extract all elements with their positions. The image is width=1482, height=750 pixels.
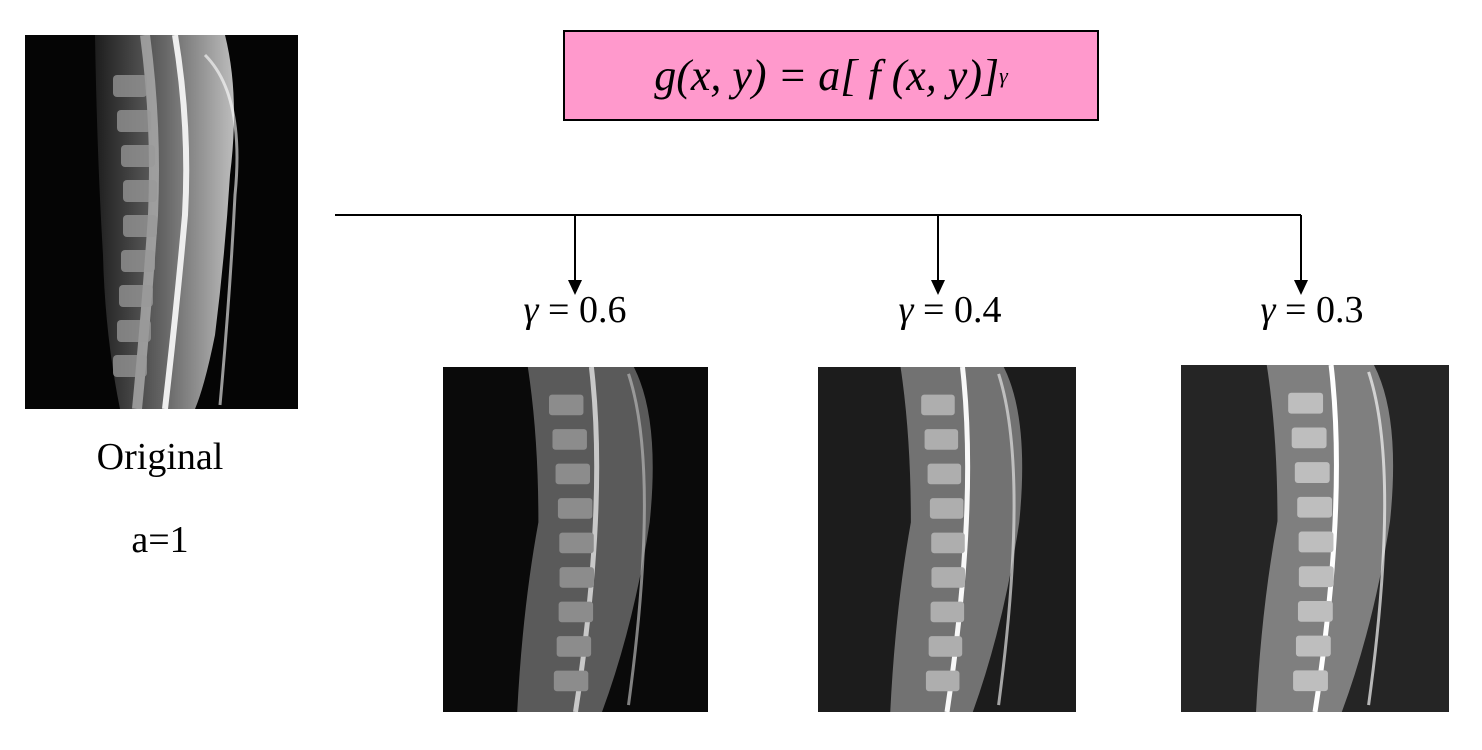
vertebra [553, 670, 589, 692]
gamma-equals: = [1275, 289, 1316, 331]
vertebra [1297, 496, 1333, 518]
original-param: a=1 [131, 519, 189, 561]
spine-mri-icon [517, 367, 653, 712]
mri-image-gamma-1 [443, 367, 708, 712]
vertebra [928, 636, 963, 657]
gamma-value: 0.3 [1315, 289, 1364, 331]
vertebra [1298, 531, 1334, 553]
vertebra [1295, 635, 1331, 657]
vertebra [924, 429, 959, 450]
vertebra [925, 670, 960, 692]
spine-mri-original-icon [95, 35, 239, 409]
gamma-value: 0.4 [953, 289, 1002, 331]
vertebra [559, 532, 594, 554]
arrow-down-icon [931, 280, 945, 295]
back-tissue-edge [627, 373, 646, 706]
vertebra [921, 394, 955, 416]
vertebra [1291, 427, 1327, 449]
vertebra [930, 601, 965, 623]
vertebra [931, 567, 966, 588]
gamma-equals: = [913, 289, 954, 331]
spinal-cord [573, 367, 600, 712]
vertebra [1298, 566, 1334, 588]
spine-mri-icon [1256, 365, 1394, 712]
spinal-cord [944, 367, 971, 712]
gamma-label-2: γ = 0.4 [850, 288, 1050, 332]
formula-exponent: γ [999, 62, 1008, 88]
formula-box: g(x, y) = a[ f (x, y)]γ [563, 30, 1099, 121]
mri-image-gamma-2 [818, 367, 1076, 712]
vertebra [559, 567, 595, 588]
vertebra [556, 636, 592, 657]
vertebra [1297, 600, 1333, 622]
vertebra [1293, 670, 1328, 692]
mri-image-gamma-3 [1181, 365, 1449, 712]
vertebra [1294, 462, 1330, 483]
spine-mri-icon [890, 367, 1023, 712]
original-mri-image [25, 35, 298, 409]
vertebra [557, 498, 593, 519]
original-caption: Original [96, 436, 224, 478]
arrow-down-icon [1294, 280, 1308, 295]
vertebra [927, 463, 962, 485]
gamma-equals: = [538, 289, 579, 331]
vertebra [552, 429, 587, 450]
vertebra [549, 394, 584, 416]
formula-text: g(x, y) = a[ f (x, y)] [654, 51, 1000, 100]
vertebra [1288, 392, 1324, 414]
gamma-symbol: γ [523, 289, 539, 331]
vertebra [558, 601, 594, 623]
back-tissue-edge [997, 373, 1016, 706]
vertebra [931, 532, 965, 554]
vertebra [555, 463, 591, 485]
gamma-label-1: γ = 0.6 [475, 288, 675, 332]
gamma-label-3: γ = 0.3 [1212, 288, 1412, 332]
gamma-symbol: γ [898, 289, 914, 331]
gamma-symbol: γ [1260, 289, 1276, 331]
vertebra [929, 498, 964, 519]
gamma-value: 0.6 [578, 289, 627, 331]
spinal-cord [1312, 365, 1339, 712]
arrow-down-icon [568, 280, 582, 295]
back-tissue-edge [1367, 371, 1387, 706]
